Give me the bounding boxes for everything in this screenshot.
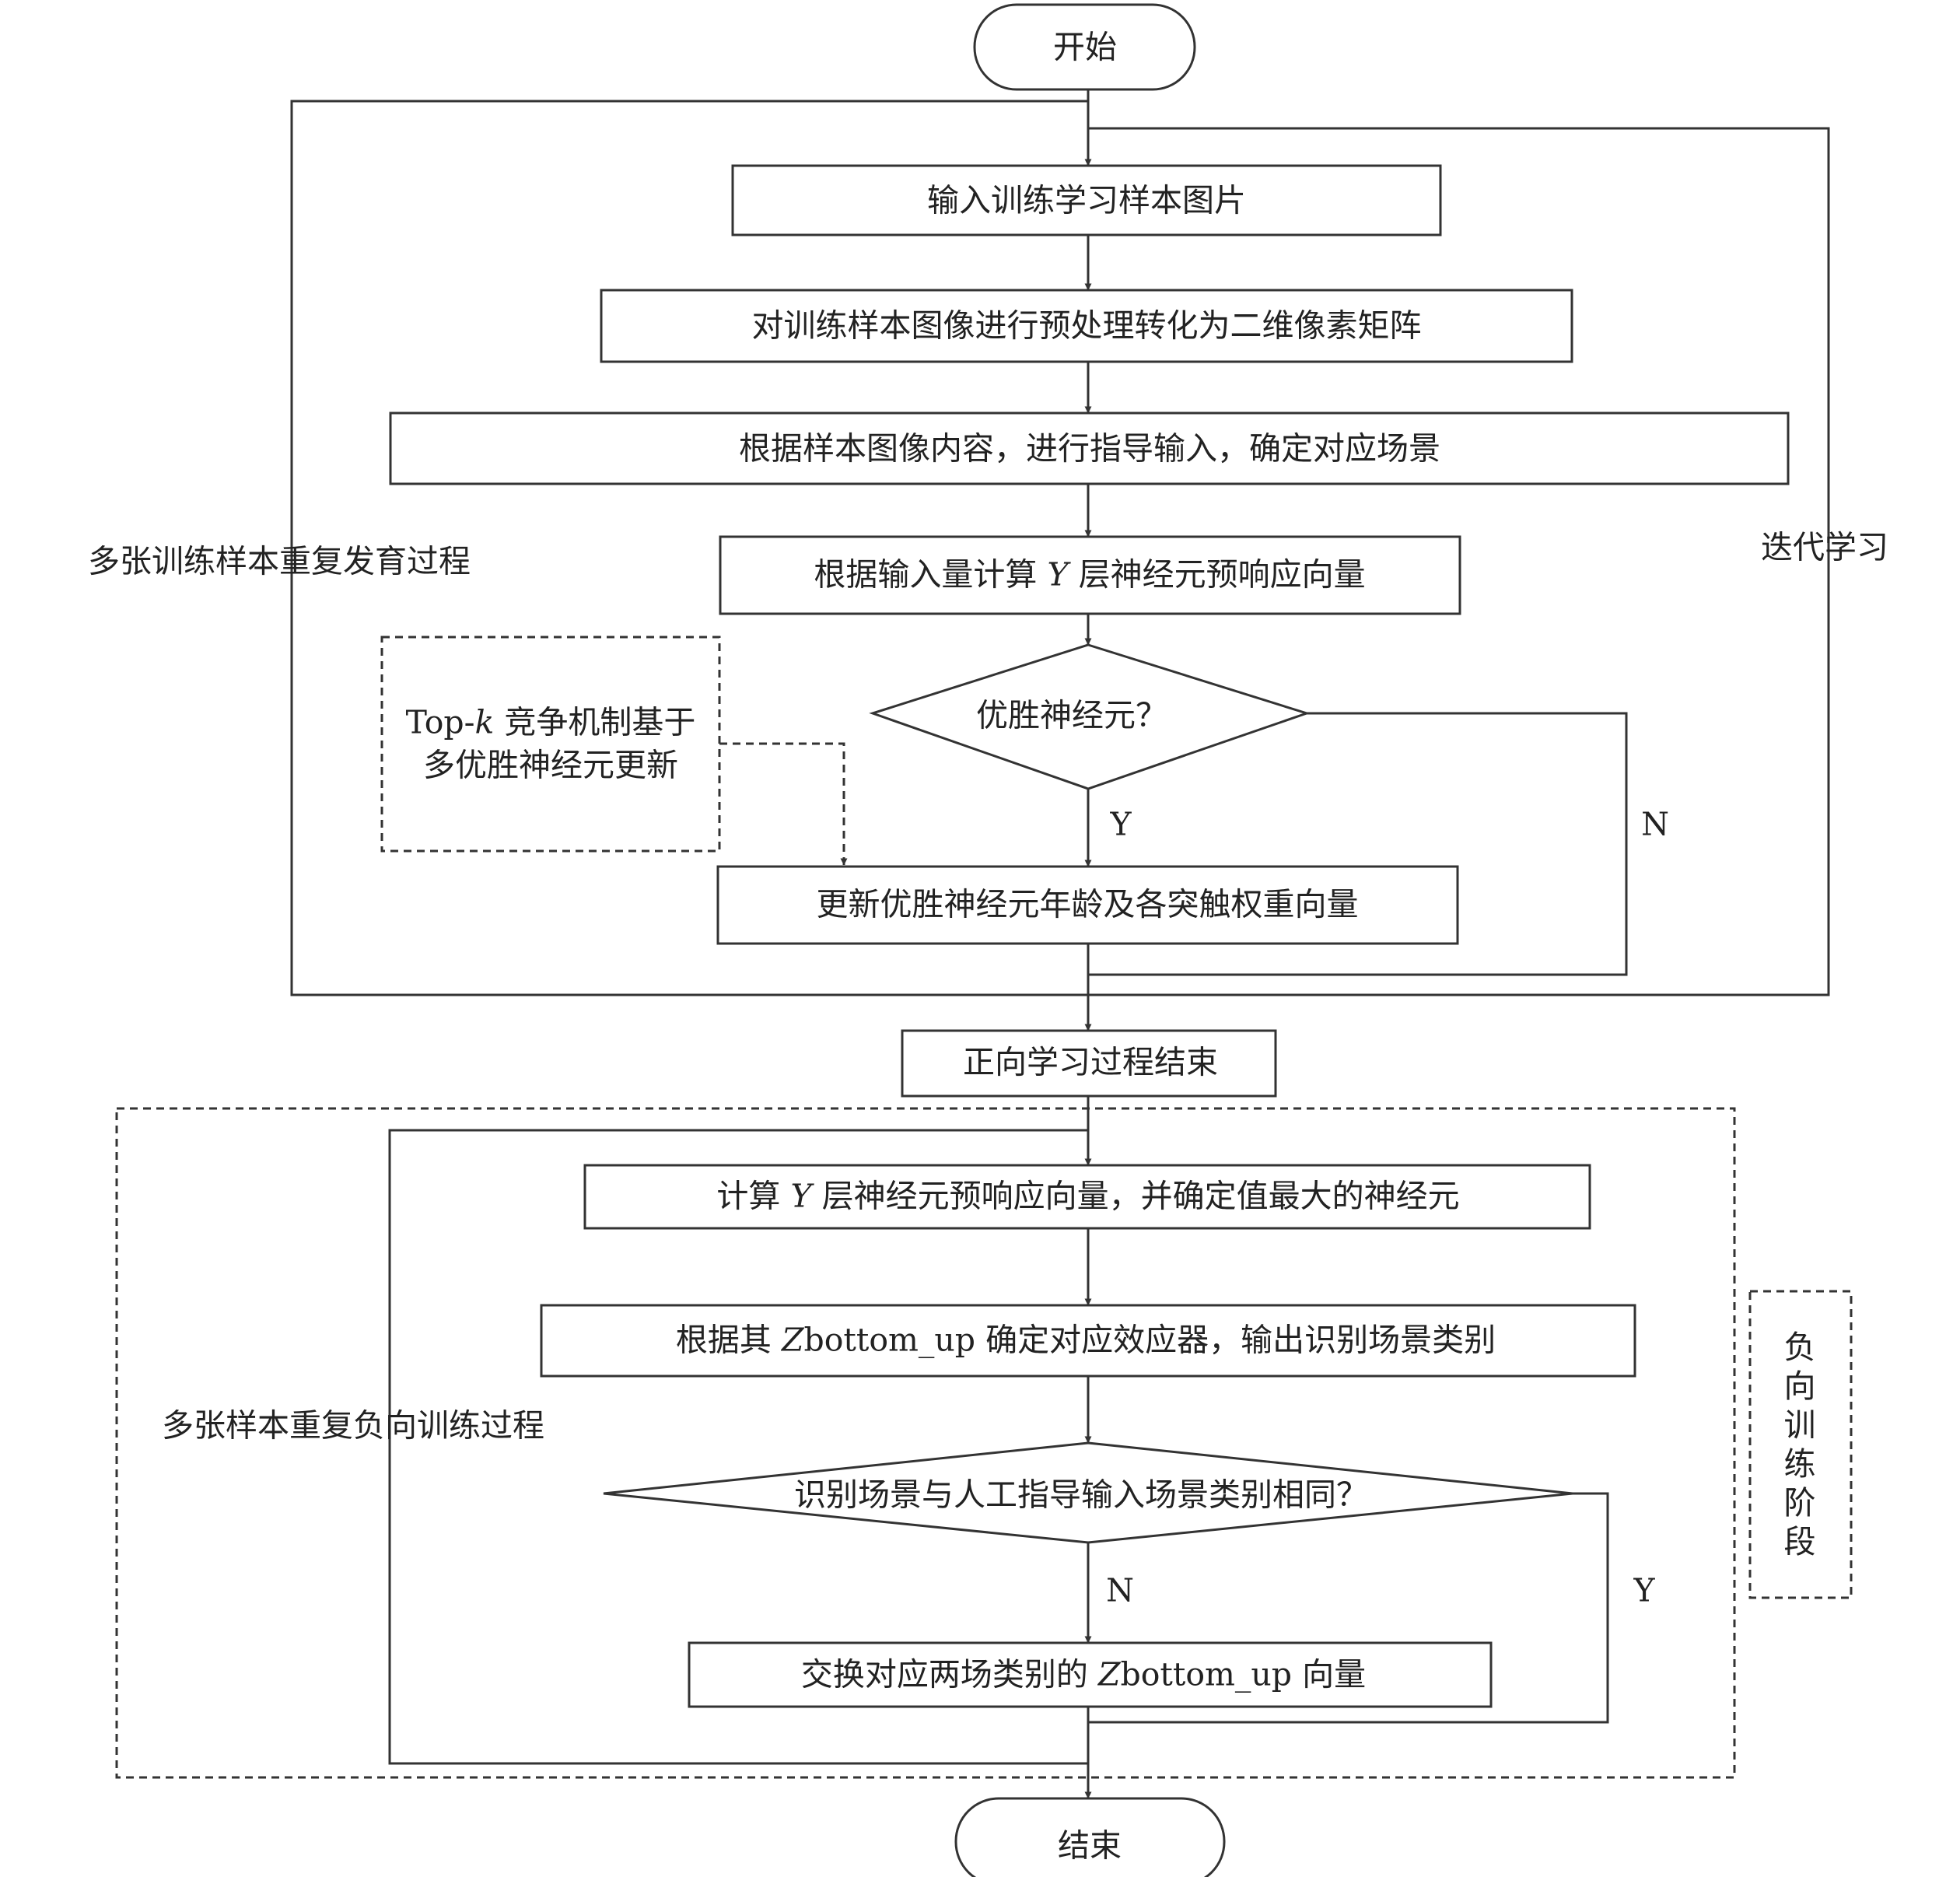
negative-phase-label-box [1748, 1290, 1853, 1599]
swap-label: 交换对应两场类别的 Zbottom_up 向量 [800, 1655, 1367, 1693]
topk-note-text: Top-k 竞争机制基于 多优胜神经元更新 [405, 703, 696, 784]
topk-dashed-connector [719, 742, 848, 866]
winner-decision-label: 优胜神经元？ [976, 696, 1167, 734]
update-winner-label: 更新优胜神经元年龄及各突触权重向量 [816, 885, 1359, 923]
var-z-2: Z [1097, 1655, 1121, 1693]
no-winner-path [1088, 712, 1628, 976]
calc-max-label: 计算 Y 层神经元预响应向量，并确定值最大的神经元 [716, 1177, 1460, 1215]
multi-train-loop [290, 100, 1088, 996]
negative-phase-region [115, 1107, 1736, 1779]
winner-no-label: N [1641, 805, 1669, 843]
preprocess-label: 对训练样本图像进行预处理转化为二维像素矩阵 [751, 306, 1422, 345]
multi-negative-loop [388, 1129, 1088, 1765]
determine-effector-label: 根据其 Zbottom_up 确定对应效应器，输出识别场景类别 [675, 1321, 1496, 1359]
var-y: Y [1047, 555, 1069, 594]
input-images-label: 输入训练学习样本图片 [927, 181, 1246, 219]
multi-train-label: 多张训练样本重复发育过程 [88, 542, 471, 580]
start-terminal [973, 3, 1196, 91]
multi-negative-label: 多张样本重复负向训练过程 [162, 1406, 544, 1445]
iterate-label: 迭代学习 [1761, 528, 1888, 566]
same-decision-label: 识别场景与人工指导输入场景类别相同？ [794, 1476, 1368, 1514]
var-z: Z [781, 1321, 804, 1359]
same-yes-path [1088, 1492, 1609, 1724]
same-no-label: N [1106, 1571, 1134, 1609]
start-label: 开始 [1053, 28, 1117, 66]
var-y-2: Y [790, 1177, 812, 1215]
end-label: 结束 [1058, 1826, 1122, 1865]
winner-yes-label: Y [1110, 805, 1132, 843]
forward-end-label: 正向学习过程结束 [963, 1043, 1218, 1081]
guide-input-label: 根据样本图像内容，进行指导输入，确定对应场景 [739, 429, 1440, 467]
topk-note-box [380, 636, 721, 853]
calc-pre-label: 根据输入量计算 Y 层神经元预响应向量 [814, 555, 1366, 594]
negative-phase-label: 负向训练阶段 [1783, 1328, 1816, 1561]
same-yes-label: Y [1633, 1571, 1655, 1609]
iterate-loop [1088, 127, 1830, 996]
